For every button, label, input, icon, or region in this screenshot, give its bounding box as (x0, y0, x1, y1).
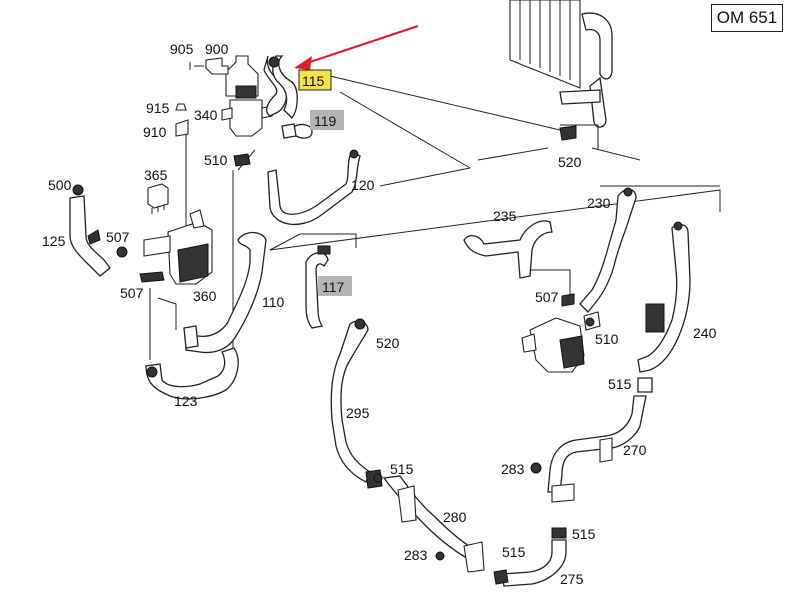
label-900: 900 (205, 41, 229, 57)
label-117: 117 (322, 279, 345, 295)
highlight-box-115 (298, 69, 332, 91)
label-115: 115 (302, 73, 325, 89)
relay-365 (147, 183, 169, 214)
label-515b: 515 (390, 461, 414, 477)
hose-270 (530, 395, 647, 503)
label-270: 270 (623, 442, 647, 458)
label-230: 230 (587, 195, 611, 211)
grey-tag-119 (310, 110, 344, 130)
hose-120 (267, 149, 361, 226)
label-340: 340 (194, 107, 218, 123)
label-515c: 515 (572, 526, 596, 542)
hose-117 (305, 245, 331, 329)
label-283a: 283 (501, 461, 525, 477)
label-915: 915 (146, 100, 170, 116)
label-515d: 515 (502, 544, 526, 560)
hose-125 (69, 184, 111, 277)
label-507b: 507 (120, 285, 144, 301)
label-515a: 515 (608, 376, 632, 392)
label-500: 500 (48, 177, 72, 193)
coolant-pump-360 (116, 209, 213, 285)
label-110: 110 (262, 294, 285, 310)
label-510a: 510 (204, 152, 228, 168)
label-365: 365 (144, 167, 168, 183)
pipe-280 (382, 475, 485, 573)
hose-295 (330, 318, 383, 489)
sensor-910-915 (175, 103, 189, 137)
label-280: 280 (443, 509, 467, 525)
label-905: 905 (170, 41, 194, 57)
engine-label: OM 651 (711, 4, 783, 32)
hose-115 (263, 55, 298, 119)
label-520a: 520 (558, 154, 582, 170)
label-125: 125 (42, 233, 66, 249)
label-295: 295 (346, 405, 370, 421)
label-507c: 507 (535, 289, 559, 305)
label-520b: 520 (376, 335, 400, 351)
label-510b: 510 (595, 331, 619, 347)
label-123: 123 (174, 393, 198, 409)
label-360: 360 (193, 288, 217, 304)
clamps (373, 125, 577, 483)
radiator (509, 0, 613, 128)
hose-235 (463, 220, 553, 279)
hose-119 (281, 123, 313, 139)
pointer-arrow-icon (294, 24, 419, 70)
label-283b: 283 (404, 547, 428, 563)
label-910: 910 (143, 124, 167, 140)
grey-tag-117 (318, 276, 352, 296)
switchover-valve-510 (521, 293, 601, 373)
label-507a: 507 (106, 229, 130, 245)
connector-900-905 (189, 57, 229, 75)
label-235: 235 (493, 208, 517, 224)
label-275: 275 (560, 571, 584, 587)
hose-110 (183, 231, 267, 354)
hose-230 (579, 187, 637, 313)
hose-275 (493, 527, 567, 587)
auxiliary-pump-340 (221, 55, 273, 167)
label-240: 240 (693, 325, 717, 341)
hose-240 (637, 221, 691, 393)
label-119: 119 (314, 113, 337, 129)
hose-123 (145, 347, 239, 400)
label-120: 120 (351, 177, 375, 193)
